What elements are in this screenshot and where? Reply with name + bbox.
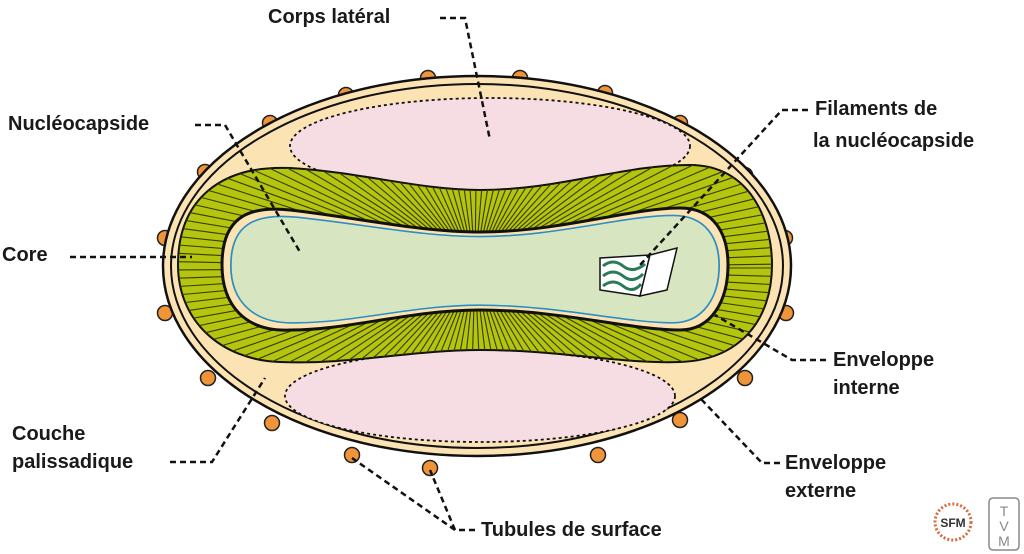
label-core: Core bbox=[2, 244, 48, 266]
tubule bbox=[263, 414, 281, 432]
outer-envelope-inner-line bbox=[170, 83, 784, 449]
label-corps-lateral: Corps latéral bbox=[268, 6, 391, 28]
tubule bbox=[736, 369, 754, 387]
lateral-body-bottom bbox=[284, 349, 676, 443]
label-line: Enveloppe bbox=[785, 452, 887, 474]
core bbox=[220, 206, 730, 332]
label-enveloppe-interne: Enveloppe interne bbox=[833, 346, 934, 402]
leader-lines bbox=[70, 16, 826, 532]
label-couche-palissadique: Couche palissadique bbox=[12, 420, 133, 476]
tvm-logo: T V M bbox=[988, 497, 1020, 551]
label-tubules: Tubules de surface bbox=[481, 519, 662, 541]
label-line: la nucléocapside bbox=[813, 130, 975, 152]
label-line: Couche bbox=[12, 423, 86, 445]
label-enveloppe-externe: Enveloppe externe bbox=[785, 449, 886, 505]
label-filaments: Filaments de la nucléocapside bbox=[813, 95, 975, 155]
label-line: Enveloppe bbox=[833, 349, 935, 371]
tubule bbox=[199, 369, 217, 387]
label-line: palissadique bbox=[12, 451, 134, 473]
label-line: interne bbox=[833, 377, 900, 399]
tubule bbox=[421, 459, 439, 477]
tubule bbox=[671, 411, 689, 429]
svg-text:V: V bbox=[999, 518, 1009, 534]
label-line: externe bbox=[785, 480, 857, 502]
tubule bbox=[343, 446, 361, 464]
svg-text:M: M bbox=[998, 533, 1010, 549]
label-line: Filaments de bbox=[815, 98, 938, 120]
svg-text:SFM: SFM bbox=[940, 516, 965, 530]
lateral-body-top bbox=[289, 97, 691, 195]
label-nucleocapside: Nucléocapside bbox=[8, 113, 150, 135]
nucleocapsid-filaments bbox=[599, 246, 679, 297]
sfm-logo: SFM bbox=[933, 502, 973, 542]
svg-text:T: T bbox=[1000, 503, 1009, 519]
tubule bbox=[589, 446, 607, 464]
